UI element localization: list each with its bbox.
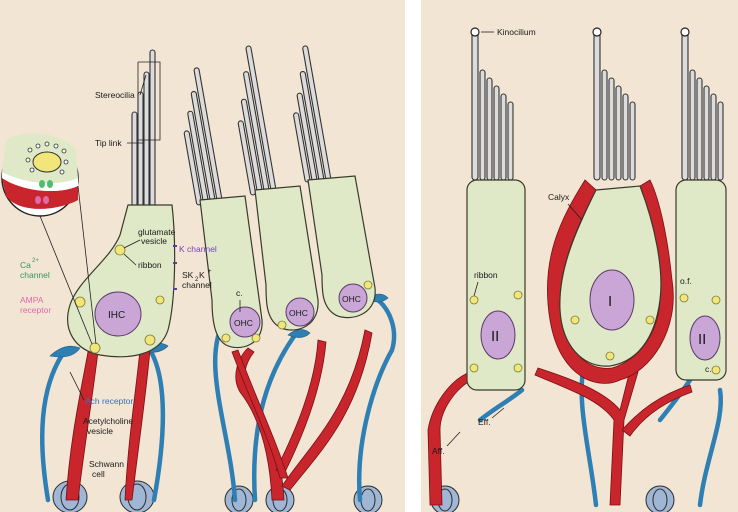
glutamate-leader [123, 239, 141, 249]
calyx-label: Calyx [548, 192, 570, 202]
k-channel-label: K channel [179, 244, 217, 254]
ca-channel-label: Ca [20, 260, 31, 270]
ohc-2-label: OHC [289, 308, 308, 318]
schwann-label-2: cell [92, 469, 105, 479]
ampa-label-2: receptor [20, 305, 51, 315]
sk2-k: K [199, 270, 205, 280]
kinocilium-label: Kinocilium [497, 27, 536, 37]
ihc-nucleus [94, 291, 142, 337]
type-ii-hair-cell-left: II [466, 27, 526, 391]
glutamate-label-1: glutamate [138, 227, 176, 237]
sk2-subscript: 2 [195, 277, 199, 283]
ohc-3-label: OHC [342, 294, 361, 304]
eff-label: Eff. [478, 417, 491, 427]
glutamate-label-2: vesicle [141, 236, 167, 246]
ampa-label-1: AMPA [20, 295, 44, 305]
type-i-label: I [608, 293, 612, 310]
inner-hair-cell [67, 204, 176, 358]
stereocilia-label: Stereocilia [95, 90, 135, 100]
ach-receptor-label: Ach receptor [85, 396, 133, 406]
sk2-label: SK [182, 270, 194, 280]
right-c-label: c. [705, 364, 712, 374]
of-label: o.f. [680, 276, 692, 286]
aff-leader [446, 431, 461, 447]
tip-link-label: Tip link [95, 138, 122, 148]
sk2-superscript: + [208, 269, 212, 275]
calyx-leader [567, 203, 583, 221]
outer-hair-cell-1: OHC [183, 67, 263, 349]
ach-vesicle-label-1: Acetylcholine [83, 416, 133, 426]
ihc-label: IHC [108, 310, 125, 321]
aff-label: Aff. [432, 446, 445, 456]
afferent-fibers-left [65, 329, 373, 501]
left-panel-drawing: IHC OHC [1, 45, 397, 512]
stereocilia-bracket [138, 61, 161, 141]
type-i-hair-cell: I [547, 27, 674, 384]
ohc-1-label: OHC [234, 318, 253, 328]
outer-hair-cell-2: OHC [237, 45, 319, 331]
eff-leader [491, 407, 505, 419]
type-ii-hair-cell-right: II [675, 27, 727, 381]
outer-hair-cell-3: OHC [293, 45, 376, 319]
type-ii-left-label: II [491, 328, 499, 345]
ach-receptor-leader [69, 371, 85, 401]
right-ribbon-label: ribbon [474, 270, 498, 280]
ihc-ribbon-label: ribbon [138, 260, 162, 270]
right-panel-drawing: II I [427, 27, 727, 512]
ca-channel-word: channel [20, 270, 50, 280]
ach-vesicle-label-2: vesicle [87, 426, 113, 436]
ihc-ribbon-leader [123, 253, 137, 266]
ihc-ribbons [74, 244, 165, 354]
afferent-fibers-right [427, 367, 693, 506]
right-ribbon-leader [473, 281, 479, 297]
sk2-channel-label: channel [182, 280, 212, 290]
schwann-label-1: Schwann [89, 459, 124, 469]
synapse-inset [1, 133, 97, 345]
ca-channel-superscript: 2+ [32, 258, 39, 264]
type-ii-right-label: II [698, 331, 706, 348]
efferent-fibers-right [477, 357, 724, 508]
k-channels [173, 245, 177, 290]
ohc-c-label: c. [236, 288, 243, 298]
